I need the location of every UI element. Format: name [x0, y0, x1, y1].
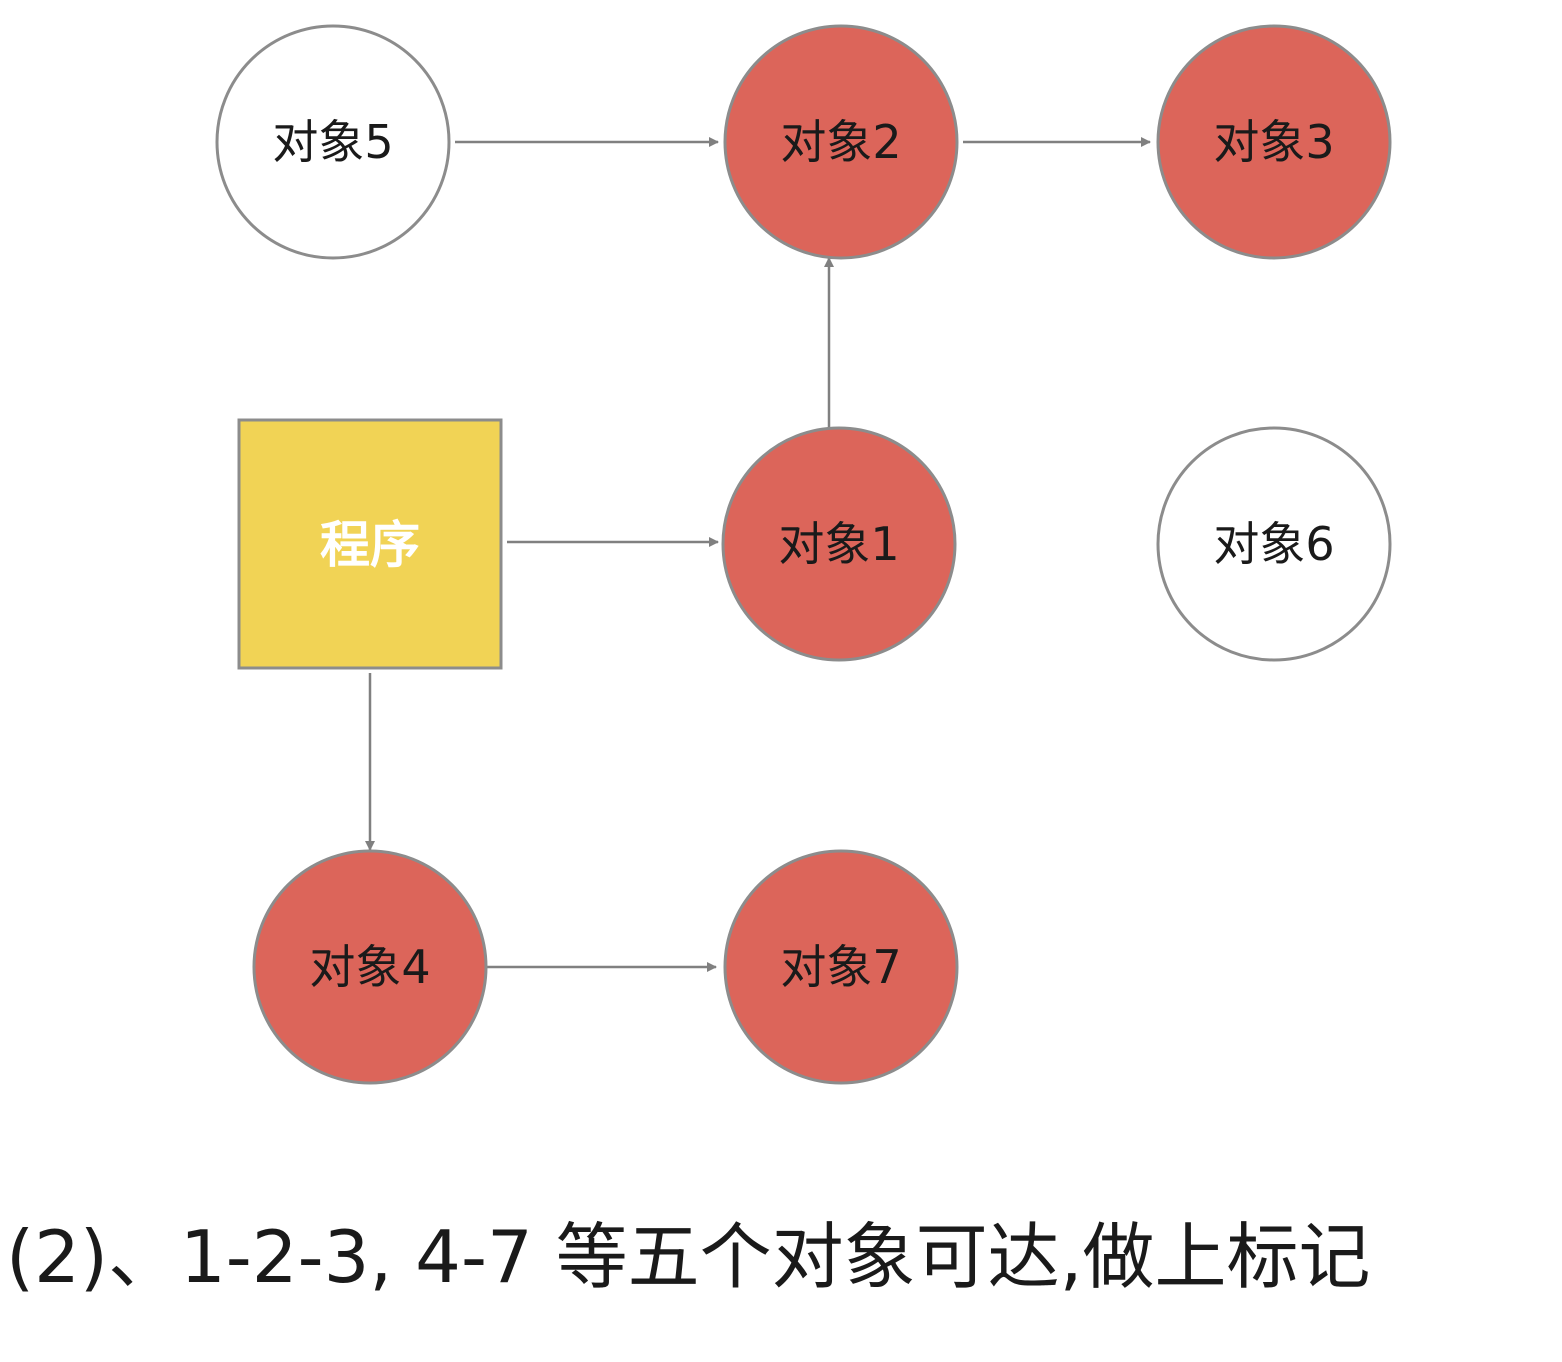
- node-obj2-circle: [723, 24, 959, 260]
- node-obj6-label: 对象6: [1213, 517, 1334, 571]
- edges: [365, 137, 1151, 972]
- node-obj7-label: 对象7: [780, 940, 901, 994]
- program-node: 程序: [237, 418, 503, 670]
- node-obj2: 对象2: [723, 24, 959, 260]
- node-obj4-circle: [252, 849, 488, 1085]
- node-obj1-circle: [721, 426, 957, 662]
- node-obj7: 对象7: [723, 849, 959, 1085]
- node-obj7-circle: [723, 849, 959, 1085]
- node-obj1-label: 对象1: [778, 517, 899, 571]
- program-label: 程序: [320, 516, 420, 574]
- node-obj4-label: 对象4: [309, 940, 430, 994]
- node-obj2-label: 对象2: [780, 115, 901, 169]
- node-obj3: 对象3: [1156, 24, 1392, 260]
- node-obj4: 对象4: [252, 849, 488, 1085]
- node-obj5-label: 对象5: [272, 115, 393, 169]
- node-obj6: 对象6: [1156, 426, 1392, 662]
- node-obj5-circle: [215, 24, 451, 260]
- node-obj3-label: 对象3: [1213, 115, 1334, 169]
- program-box: [237, 418, 503, 670]
- node-obj6-circle: [1156, 426, 1392, 662]
- node-obj5: 对象5: [215, 24, 451, 260]
- node-obj1: 对象1: [721, 426, 957, 662]
- node-obj3-circle: [1156, 24, 1392, 260]
- caption: (2)、1-2-3, 4-7 等五个对象可达,做上标记: [6, 1215, 1371, 1299]
